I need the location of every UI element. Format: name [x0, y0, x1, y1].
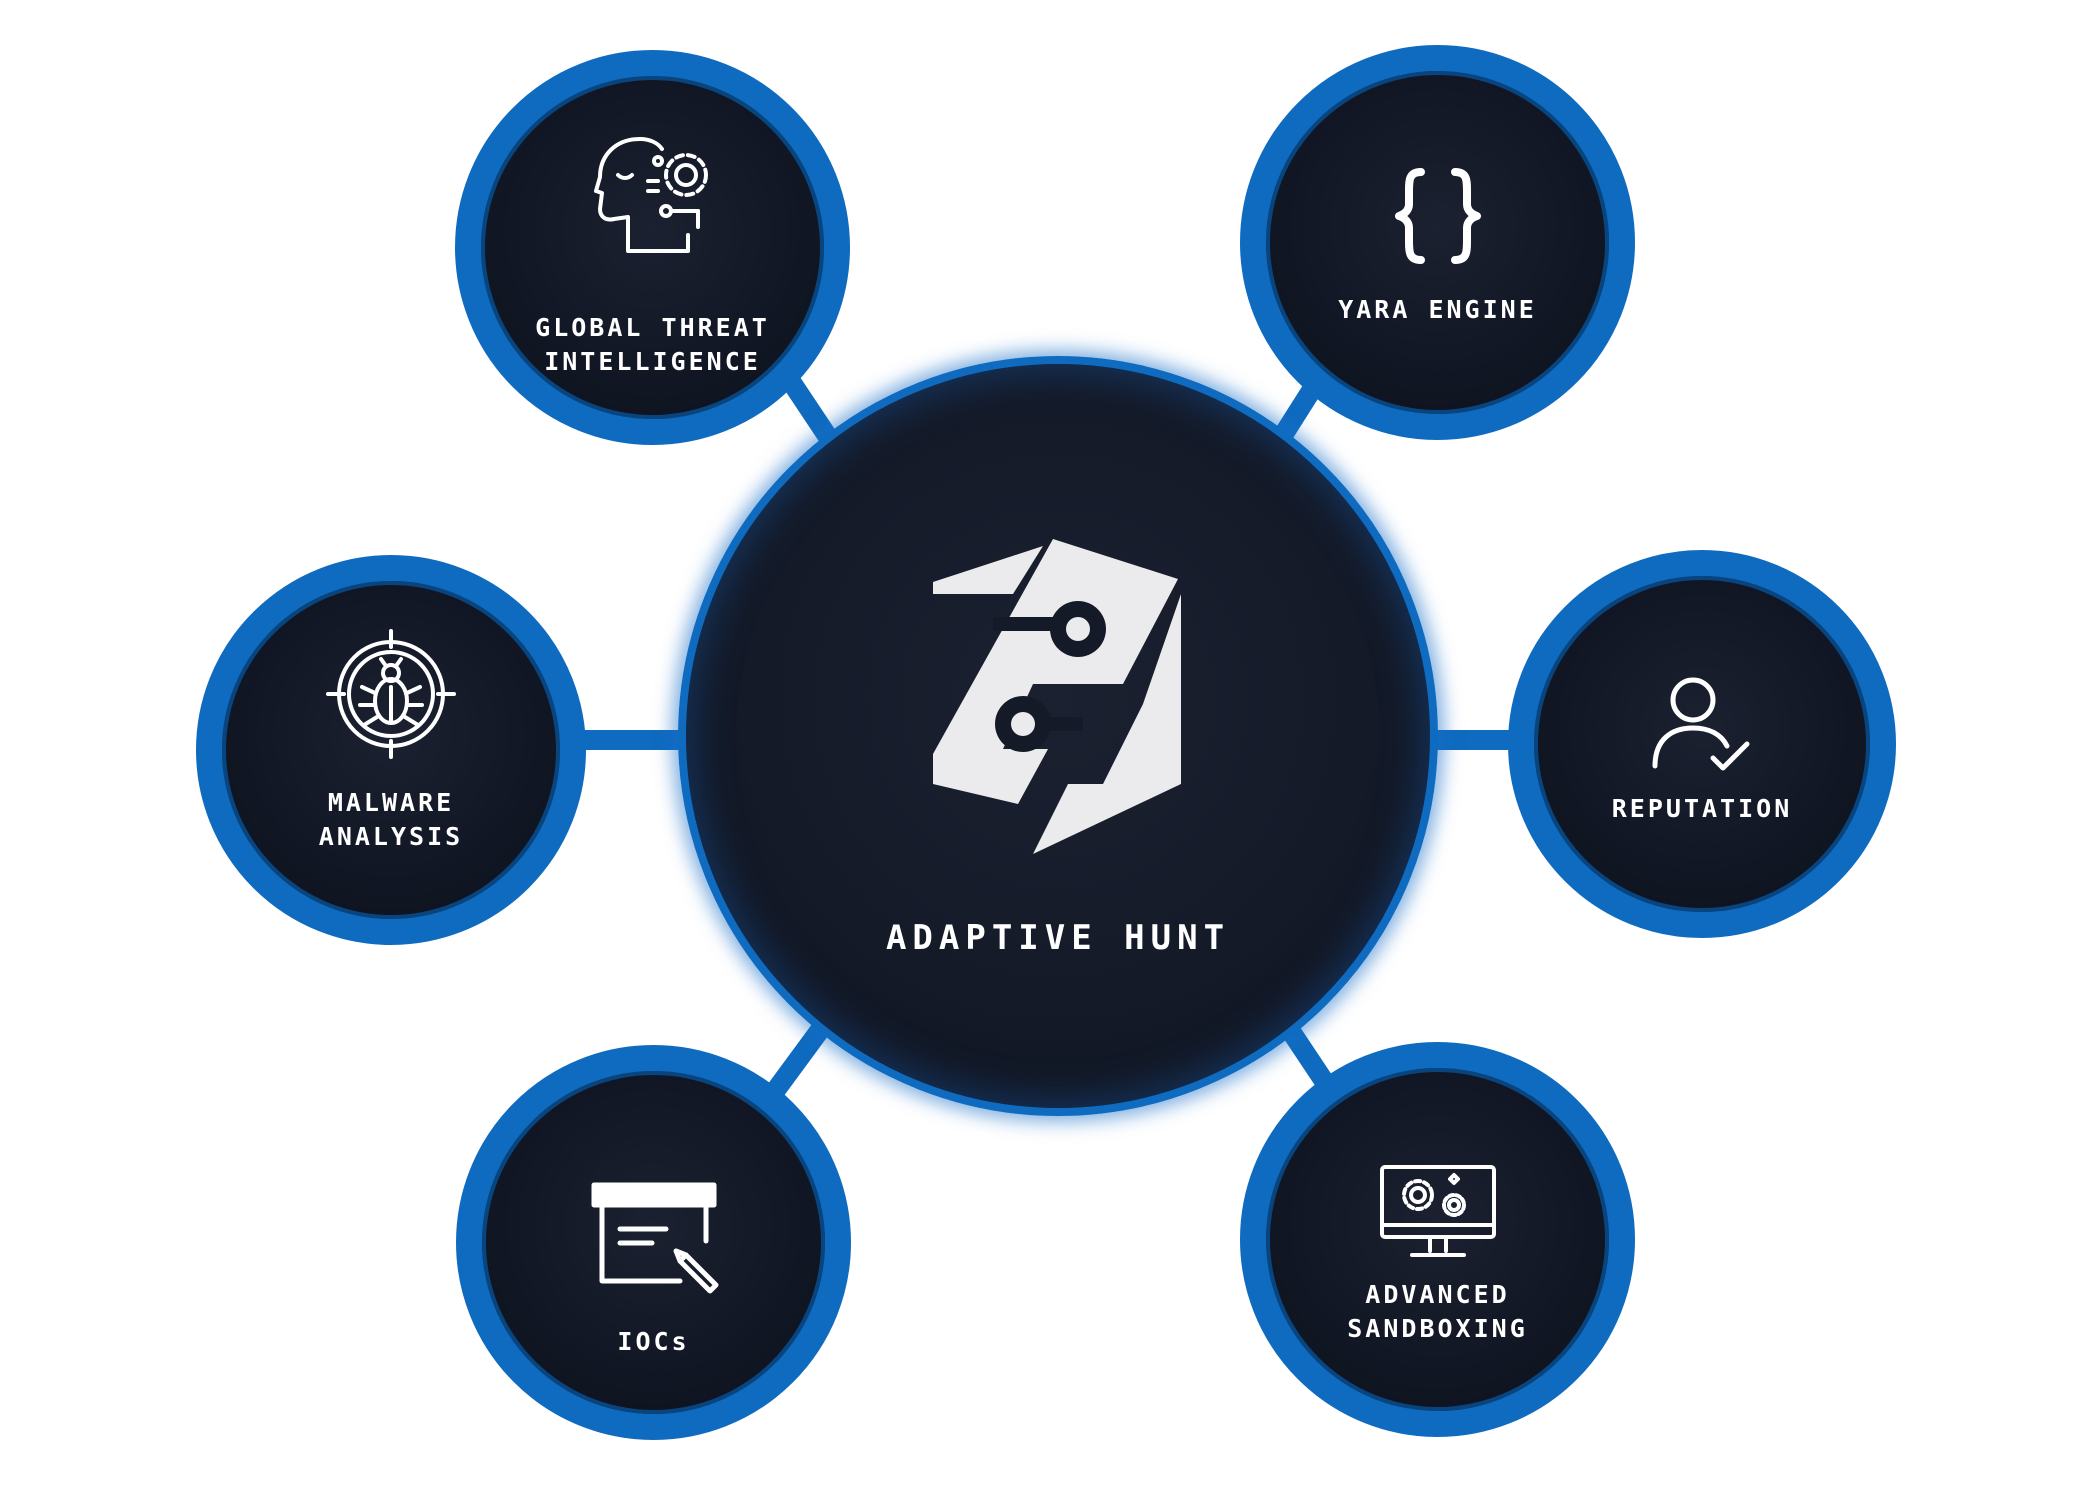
label-line-1: MALWARE: [327, 788, 455, 817]
label-line-2: ANALYSIS: [318, 821, 464, 851]
monitor-gears-icon: [1379, 1165, 1496, 1257]
node-global-threat-intelligence: GLOBAL THREAT INTELLIGENCE: [455, 50, 850, 445]
node-yara-engine: YARA ENGINE: [1240, 45, 1635, 440]
node-label-sandbox: ADVANCED SANDBOXING: [1266, 1278, 1609, 1346]
node-advanced-sandboxing: ADVANCED SANDBOXING: [1240, 1042, 1635, 1437]
center-label: ADAPTIVE HUNT: [885, 918, 1231, 958]
node-label-yara: YARA ENGINE: [1266, 293, 1609, 327]
node-label-malware: MALWARE ANALYSIS: [222, 786, 560, 854]
label-line-2: INTELLIGENCE: [544, 346, 761, 376]
curly-braces-icon: [1394, 168, 1481, 264]
bug-target-icon: [326, 629, 456, 759]
label-line-1: REPUTATION: [1611, 794, 1793, 823]
node-label-reputation: REPUTATION: [1534, 792, 1870, 826]
label-line-1: ADVANCED: [1365, 1280, 1510, 1309]
label-line-1: IOCs: [617, 1327, 690, 1356]
user-check-icon: [1652, 677, 1750, 771]
node-label-iocs: IOCs: [482, 1325, 825, 1359]
center-node: ADAPTIVE HUNT: [678, 356, 1438, 1116]
document-pencil-icon: [591, 1182, 718, 1294]
node-label-threat: GLOBAL THREAT INTELLIGENCE: [481, 311, 824, 379]
node-reputation: REPUTATION: [1508, 550, 1896, 938]
shield-circuit-logo-icon: [933, 539, 1181, 854]
label-line-2: SANDBOXING: [1347, 1313, 1528, 1343]
node-iocs: IOCs: [456, 1045, 851, 1440]
label-line-1: YARA ENGINE: [1338, 295, 1537, 324]
connector-iocs: [761, 1024, 829, 1104]
label-line-1: GLOBAL THREAT: [535, 313, 770, 342]
node-malware-analysis: MALWARE ANALYSIS: [196, 555, 586, 945]
head-gear-icon: [593, 137, 708, 253]
connector-threat: [781, 374, 839, 446]
